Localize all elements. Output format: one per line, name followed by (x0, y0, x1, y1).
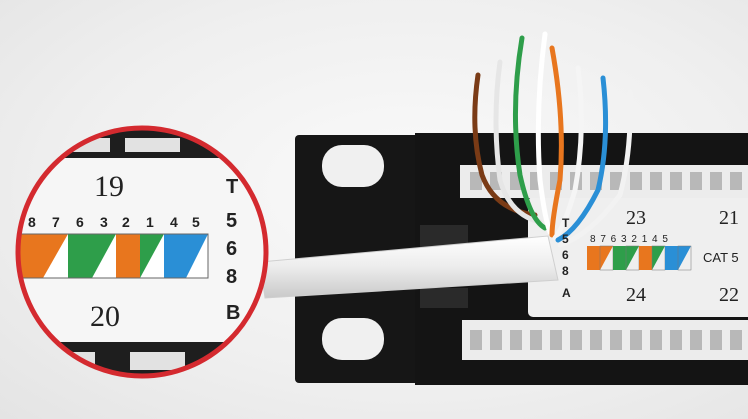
zoom-pin-number: 6 (76, 214, 84, 230)
panel-port-21-label: 21 (719, 207, 739, 229)
panel-standard-letter: 5 (562, 232, 569, 246)
zoom-standard-letter: 5 (226, 210, 238, 232)
zoom-standard-letter: T (226, 176, 239, 198)
zoom-port-20-label: 20 (90, 300, 120, 333)
panel-color-code (587, 245, 692, 271)
zoom-pin-number: 3 (100, 214, 108, 230)
panel-standard-letter: 6 (562, 248, 569, 262)
zoom-pin-number: 2 (122, 214, 130, 230)
zoom-standard-letter: 6 (226, 238, 238, 260)
zoom-pin-number: 5 (192, 214, 200, 230)
twisted-pair-wires (472, 31, 633, 248)
zoom-pin-number: 1 (146, 214, 154, 230)
panel-port-23-label: 23 (626, 207, 646, 229)
zoom-pin-number: 4 (170, 214, 178, 230)
zoom-standard-letter: B (226, 302, 241, 324)
panel-standard-letter: A (562, 286, 571, 300)
zoom-pin-number: 8 (28, 214, 36, 230)
panel-standard-letter: T (562, 216, 570, 230)
zoom-standard-letter: 8 (226, 266, 238, 288)
zoom-port-19-label: 19 (94, 170, 124, 203)
panel-pin-order: 8 7 6 3 2 1 4 5 (590, 234, 669, 245)
punch-down-block-bottom (462, 320, 748, 360)
panel-port-22-label: 22 (719, 284, 739, 306)
panel-port-24-label: 24 (626, 284, 646, 306)
zoom-pin-number: 7 (52, 214, 60, 230)
panel-standard-letter: 8 (562, 264, 569, 278)
zoom-ring (15, 125, 269, 379)
zoom-inset (15, 125, 269, 379)
panel-cable-category: CAT 5 (703, 250, 739, 265)
